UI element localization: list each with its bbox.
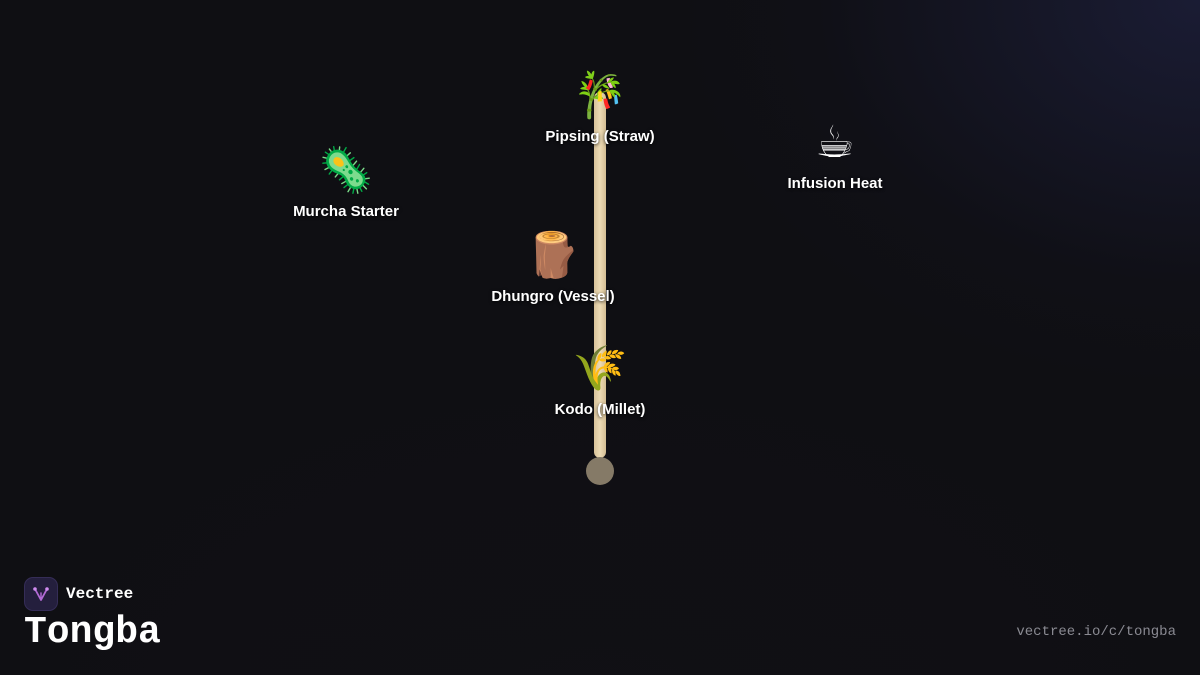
brand[interactable]: Vectree [24,577,133,611]
node-pipsing[interactable]: 🎋 Pipsing (Straw) [545,70,654,146]
bamboo-icon: 🎋 [572,70,628,121]
node-label-kodo: Kodo (Millet) [554,401,646,418]
vectree-logo-icon [24,577,58,611]
straw-stem [594,92,606,458]
node-kodo[interactable]: 🌾 Kodo (Millet) [555,343,646,419]
node-label-pipsing: Pipsing (Straw) [545,128,655,145]
node-label-murcha-starter: Murcha Starter [293,203,399,220]
node-infusion-heat[interactable]: ☕ Infusion Heat [787,117,882,193]
microbe-icon: 🦠 [318,145,374,196]
brand-name: Vectree [66,585,134,603]
node-dhungro[interactable]: 🪵 Dhungro (Vessel) [491,230,614,306]
node-label-infusion-heat: Infusion Heat [787,175,883,192]
hot-beverage-icon: ☕ [815,117,855,168]
page-url-link[interactable]: vectree.io/c/tongba [1016,624,1176,640]
page-title: Tongba [24,611,161,654]
node-murcha-starter[interactable]: 🦠 Murcha Starter [293,145,399,221]
stem-base-circle [586,457,614,485]
wood-log-icon: 🪵 [525,230,581,281]
rice-sheaf-icon: 🌾 [572,343,628,394]
node-label-dhungro: Dhungro (Vessel) [491,288,615,305]
